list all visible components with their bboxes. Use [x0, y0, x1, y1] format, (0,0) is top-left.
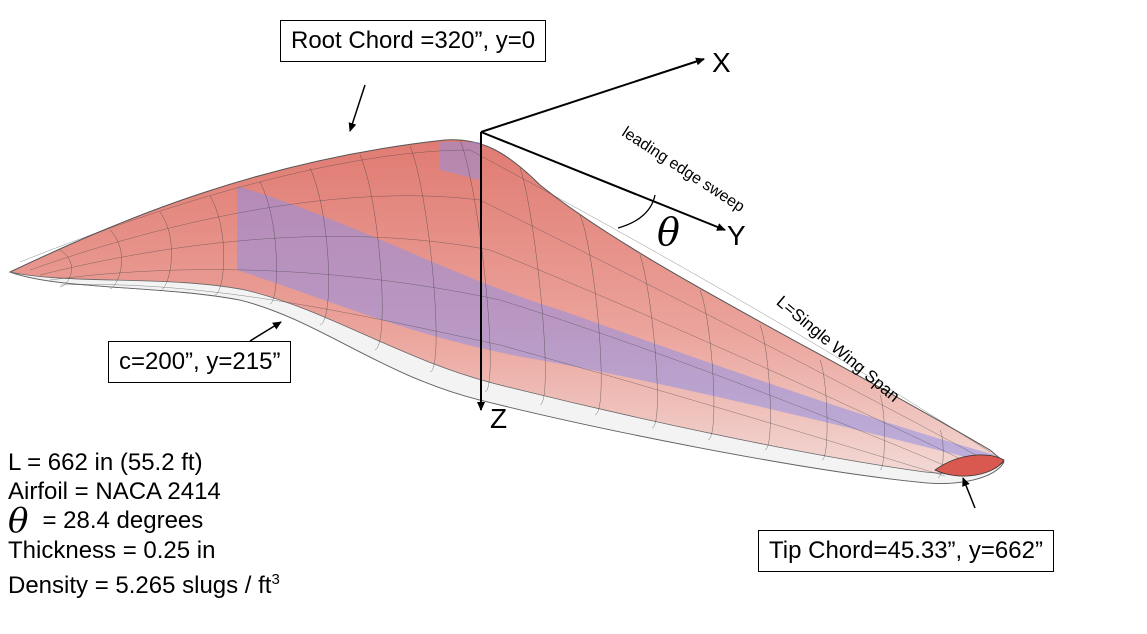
spec-theta-symbol: θ [8, 501, 29, 541]
spar-band [237, 186, 995, 462]
tip-chord-label: Tip Chord=45.33”, y=662” [758, 530, 1054, 572]
spec-density: Density = 5.265 slugs / ft3 [8, 565, 280, 600]
z-axis-label: Z [490, 403, 508, 434]
spec-length: L = 662 in (55.2 ft) [8, 449, 203, 476]
root-chord-label: Root Chord =320”, y=0 [280, 20, 547, 62]
spec-sweep-value: = 28.4 degrees [42, 507, 204, 534]
spec-density-value: Density = 5.265 slugs / ft [8, 572, 272, 599]
x-axis [480, 57, 705, 133]
mesh-grid [59, 139, 944, 479]
spec-sweep: θ = 28.4 degrees [8, 504, 280, 538]
x-axis-label: X [712, 47, 731, 78]
root-chord-pointer [348, 84, 366, 132]
mesh-span-lines [19, 149, 991, 477]
y-axis [480, 131, 726, 231]
wing-lower-surface [9, 271, 1005, 484]
spec-airfoil: Airfoil = NACA 2414 [8, 478, 221, 505]
sweep-angle-arc [617, 194, 656, 229]
spec-thickness: Thickness = 0.25 in [8, 537, 216, 564]
mid-chord-pointer [249, 321, 282, 342]
wing-specifications: L = 662 in (55.2 ft) Airfoil = NACA 2414… [8, 448, 280, 600]
tip-chord-pointer [962, 477, 976, 509]
mid-chord-label: c=200”, y=215” [108, 341, 292, 383]
sweep-theta-symbol: θ [657, 210, 680, 254]
spec-density-exponent: 3 [271, 571, 280, 588]
wing-tip [934, 454, 1005, 477]
root-spar-band [440, 142, 480, 180]
y-axis-label: Y [727, 220, 746, 251]
